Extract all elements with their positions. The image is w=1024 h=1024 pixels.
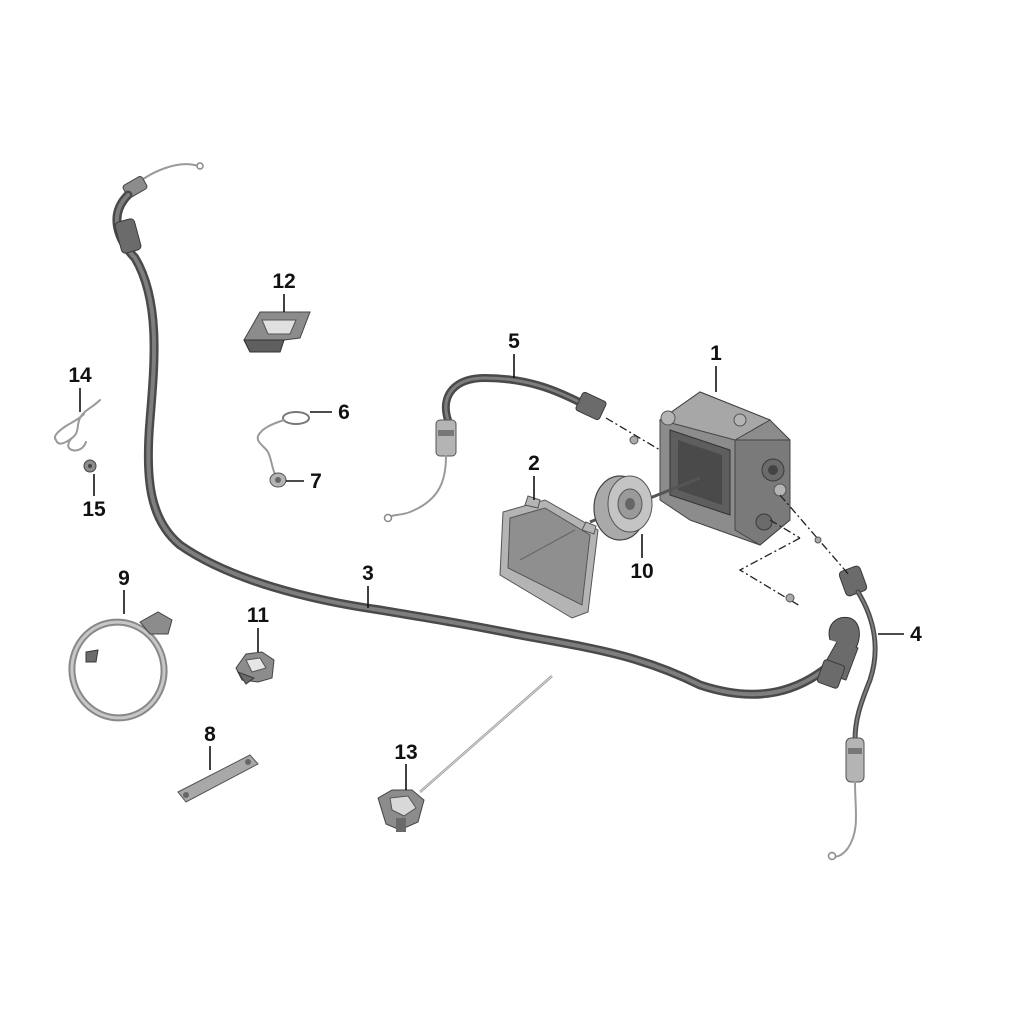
callout-8: 8: [204, 723, 216, 770]
callout-number: 2: [528, 452, 540, 475]
callout-number: 4: [910, 623, 922, 646]
part-5-short-cable: [383, 374, 607, 523]
part-7-grommet: [269, 472, 287, 488]
part-12-clip: [243, 311, 311, 353]
callout-14: 14: [68, 364, 92, 412]
callout-4: 4: [878, 623, 922, 646]
callout-number: 11: [247, 604, 270, 627]
callout-number: 15: [82, 498, 106, 521]
part-14-spring-wire: [54, 399, 101, 452]
callout-number: 7: [310, 470, 322, 493]
callout-15: 15: [82, 474, 106, 521]
part-4-right-cable: [827, 565, 878, 861]
callout-13: 13: [394, 741, 418, 790]
part-8-bracket: [177, 754, 259, 803]
part-1-actuator-housing: [658, 391, 791, 546]
assembly-lines: [605, 417, 851, 607]
part-11-small-clip: [235, 651, 275, 685]
part-15-bolt: [83, 459, 97, 473]
part-3-long-cable: [112, 162, 860, 699]
part-13-sensor-rod: [377, 675, 553, 832]
callout-number: 13: [394, 741, 417, 764]
callout-number: 3: [362, 562, 374, 585]
callout-number: 5: [508, 330, 520, 353]
callout-9: 9: [118, 567, 130, 614]
cable-3-elbow-fitting: [816, 616, 860, 689]
callout-5: 5: [508, 330, 520, 378]
part-9-hose-clamp: [68, 611, 173, 722]
callout-number: 8: [204, 723, 216, 746]
callout-6: 6: [310, 401, 350, 424]
callout-7: 7: [286, 470, 322, 493]
part-10-pulley: [589, 475, 701, 541]
part-6-wire-ring: [256, 411, 310, 477]
callout-number: 12: [272, 270, 295, 293]
callout-number: 6: [338, 401, 350, 424]
callout-2: 2: [528, 452, 540, 500]
part-2-cover-plate: [499, 495, 599, 619]
callout-1: 1: [710, 342, 722, 392]
callout-number: 14: [68, 364, 92, 387]
callout-3: 3: [362, 562, 374, 608]
callout-number: 9: [118, 567, 130, 590]
callout-number: 1: [710, 342, 722, 365]
callout-12: 12: [272, 270, 296, 312]
callout-11: 11: [247, 604, 270, 652]
callout-10: 10: [630, 534, 654, 583]
callout-number: 10: [630, 560, 653, 583]
